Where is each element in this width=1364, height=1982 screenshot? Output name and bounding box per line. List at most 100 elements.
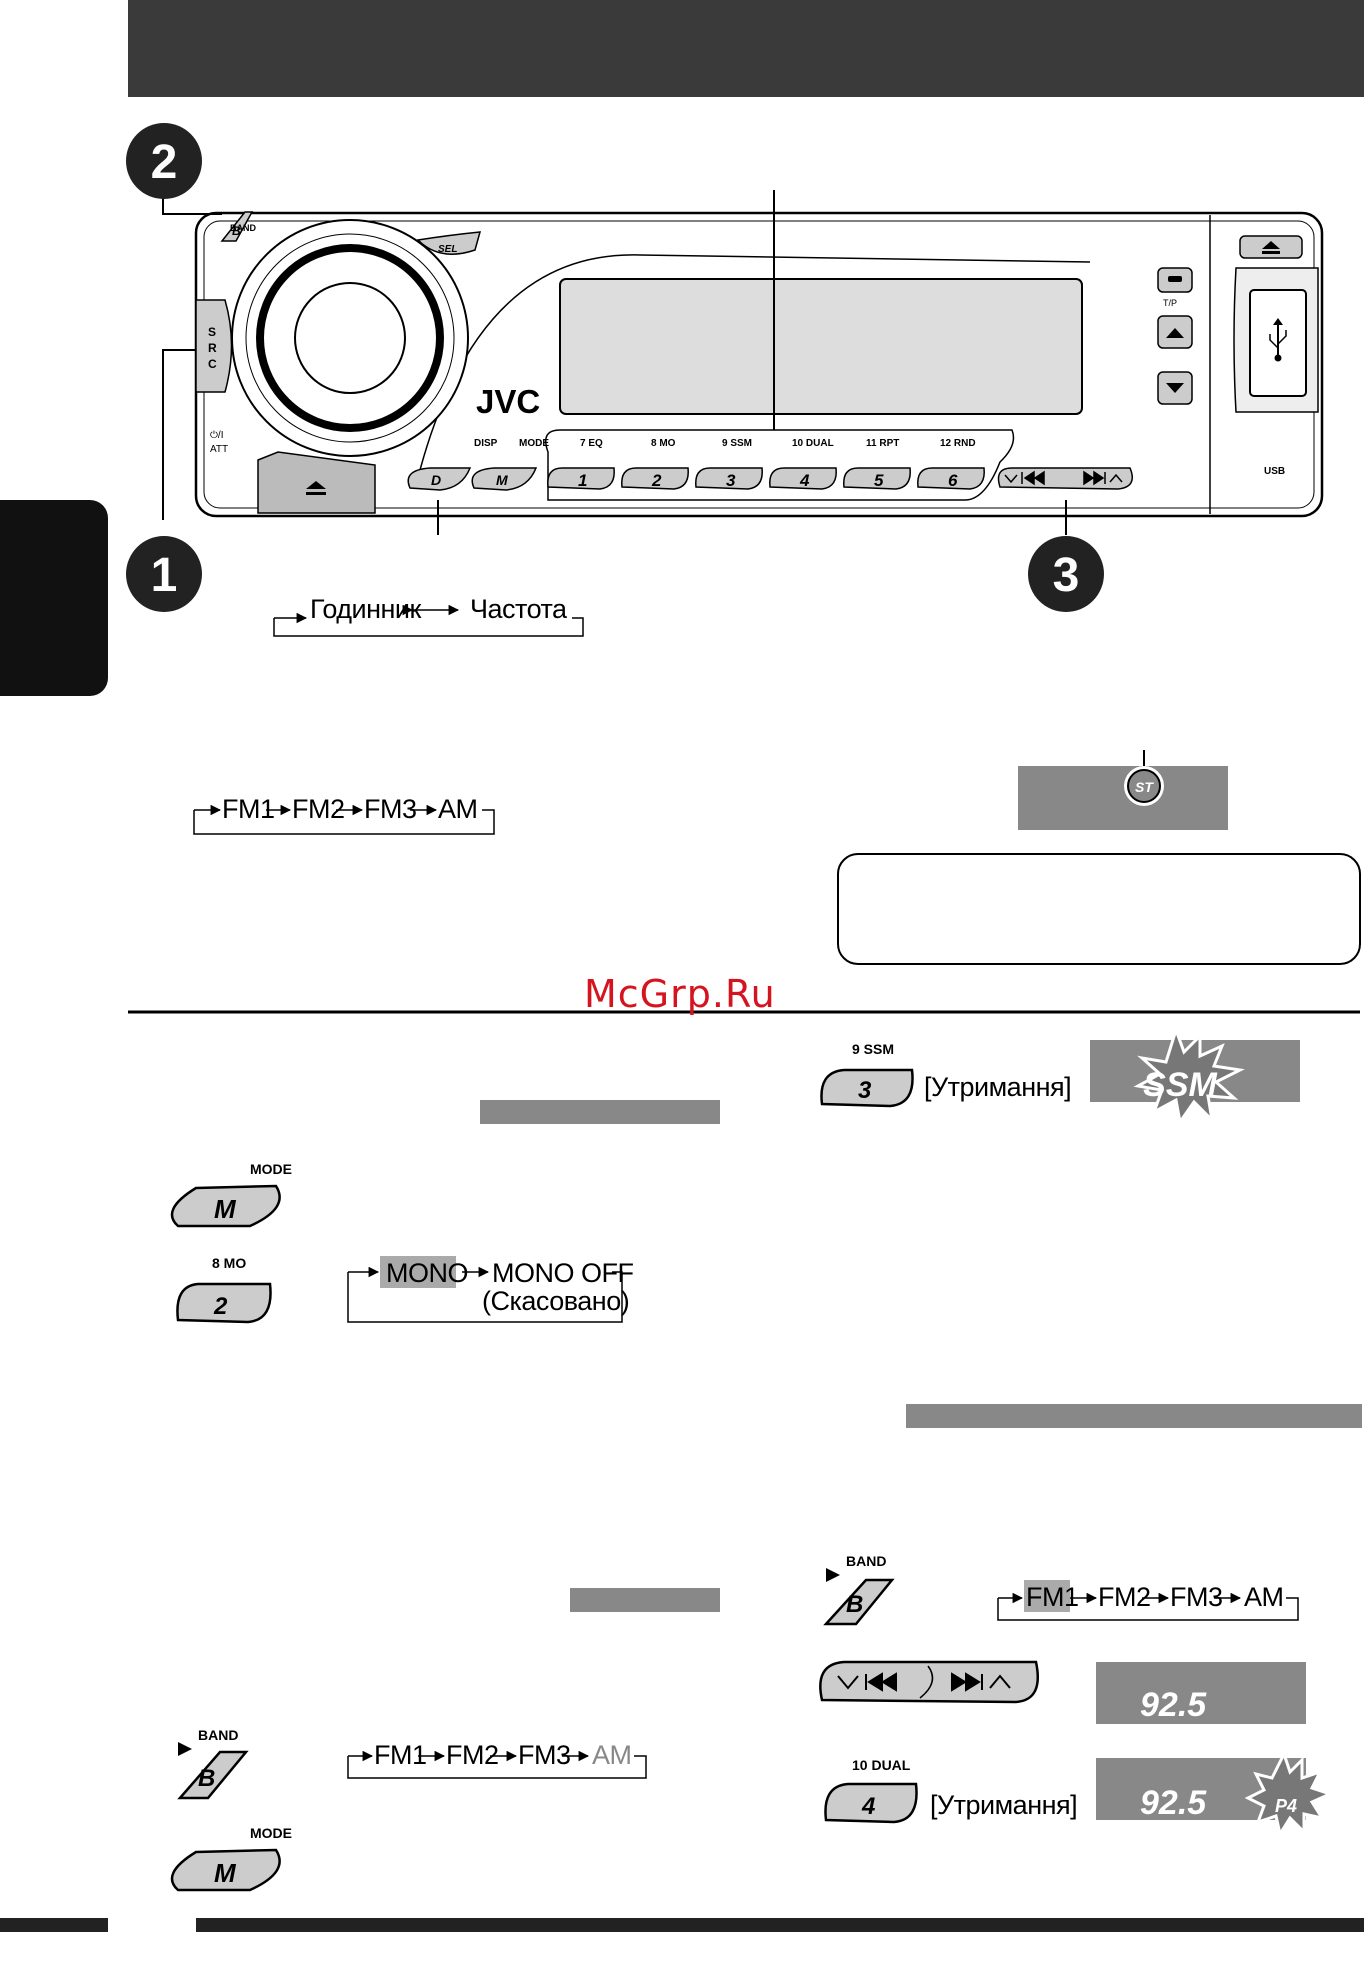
preset-label-3: 9 SSM bbox=[722, 438, 752, 449]
detach-button[interactable] bbox=[257, 451, 376, 514]
preset-button-5[interactable]: 5 bbox=[843, 467, 911, 490]
note-box bbox=[837, 853, 1361, 965]
band-bl-mode-key[interactable]: M bbox=[170, 1848, 281, 1892]
band-br-cycle: FM1 FM2 FM3 AM bbox=[997, 1580, 1299, 1621]
preset-key-6: 6 bbox=[948, 471, 958, 490]
mono-off: MONO OFF bbox=[492, 1258, 633, 1288]
heading-bar-3 bbox=[570, 1588, 720, 1612]
st-display: ST bbox=[1018, 750, 1228, 830]
down-icon bbox=[1004, 474, 1018, 484]
band-bl-item-4: AM bbox=[592, 1740, 632, 1770]
band-button[interactable]: B BAND bbox=[220, 211, 258, 242]
preset-key-1: 1 bbox=[578, 471, 587, 490]
step-2-number: 2 bbox=[151, 136, 178, 189]
band-br-item-4: AM bbox=[1244, 1582, 1284, 1612]
sel-key: SEL bbox=[438, 244, 457, 255]
mono-mode-key-text: M bbox=[214, 1194, 237, 1224]
store-hold: [Утримання] bbox=[930, 1790, 1077, 1820]
band-br-label: BAND bbox=[846, 1553, 886, 1569]
jvc-logo: JVC bbox=[476, 383, 540, 420]
mode-key-unit: M bbox=[496, 472, 508, 488]
ssm-key: 3 bbox=[858, 1077, 872, 1104]
preset-label-1: 7 EQ bbox=[580, 438, 603, 449]
ssm-hold: [Утримання] bbox=[924, 1072, 1071, 1102]
src-c: C bbox=[208, 357, 217, 371]
disp-button[interactable]: D bbox=[407, 467, 472, 491]
store-preset-key[interactable]: 4 bbox=[824, 1782, 918, 1824]
band-label-top: BAND bbox=[230, 223, 256, 233]
disp-label: DISP bbox=[474, 438, 498, 449]
volume-knob[interactable] bbox=[231, 219, 469, 457]
tp-button[interactable] bbox=[1157, 267, 1193, 293]
seek-rocker-unit[interactable] bbox=[997, 467, 1133, 490]
mono-off-note: (Скасовано) bbox=[482, 1286, 629, 1316]
band-bl-key[interactable]: B bbox=[177, 1750, 249, 1800]
band-br-key[interactable]: B bbox=[823, 1578, 895, 1626]
sel-button[interactable]: SEL bbox=[416, 231, 482, 255]
mono-key-label: 8 MO bbox=[212, 1255, 246, 1271]
band-top-item-4: AM bbox=[438, 794, 478, 824]
disp-cycle-item-2: Частота bbox=[470, 594, 568, 624]
preset-key-3: 3 bbox=[726, 471, 736, 490]
band-bl-key-text: B bbox=[198, 1765, 215, 1792]
src-s: S bbox=[208, 325, 216, 339]
footer-bar-left bbox=[0, 1918, 108, 1932]
header-bar bbox=[128, 0, 1364, 97]
store-preset: P4 bbox=[1275, 1796, 1297, 1816]
mono-cycle-diagram: MONO MONO OFF (Скасовано) bbox=[347, 1256, 634, 1323]
usb-port[interactable] bbox=[1233, 267, 1319, 413]
mono-key: 2 bbox=[213, 1293, 228, 1320]
down-button[interactable] bbox=[1157, 371, 1193, 405]
mode-label-unit: MODE bbox=[519, 438, 549, 449]
src-r: R bbox=[208, 341, 217, 355]
band-bl-arrow-icon bbox=[178, 1742, 192, 1756]
disp-key: D bbox=[431, 472, 441, 488]
tune-up-icon bbox=[989, 1674, 1011, 1689]
tune-prev-icon bbox=[865, 1672, 897, 1692]
mono-mode-key[interactable]: M bbox=[170, 1184, 281, 1228]
preset-button-4[interactable]: 4 bbox=[769, 467, 837, 490]
preset-label-2: 8 MO bbox=[651, 438, 676, 449]
step-badge-3: 3 bbox=[1028, 536, 1104, 612]
power-label: ⏻/I bbox=[210, 430, 223, 441]
next-icon bbox=[1083, 470, 1106, 486]
ssm-display-text: SSM bbox=[1143, 1066, 1217, 1104]
mono-highlight bbox=[380, 1256, 456, 1288]
ssm-preset-key[interactable]: 3 bbox=[820, 1068, 914, 1108]
tune-next-icon bbox=[951, 1672, 983, 1692]
preset-button-1[interactable]: 1 bbox=[547, 467, 615, 490]
store-key-label: 10 DUAL bbox=[852, 1757, 911, 1773]
watermark: McGrp.Ru bbox=[584, 972, 776, 1016]
tuning-display: 92.5 bbox=[1096, 1662, 1306, 1724]
band-bl-label: BAND bbox=[198, 1727, 238, 1743]
disp-cycle-diagram: Годинник Частота bbox=[273, 594, 584, 637]
band-top-item-3: FM3 bbox=[364, 794, 417, 824]
eject-button[interactable] bbox=[1239, 235, 1303, 259]
footer-bar-right bbox=[196, 1918, 1364, 1932]
preset-label-row: 7 EQ 8 MO 9 SSM 10 DUAL 11 RPT 12 RND bbox=[580, 438, 976, 449]
mode-button-unit[interactable]: M bbox=[471, 467, 538, 491]
ssm-display: SSM bbox=[1090, 1025, 1300, 1126]
mono-on: MONO bbox=[386, 1258, 468, 1288]
tp-label: T/P bbox=[1163, 298, 1177, 308]
band-br-key-text: B bbox=[846, 1591, 863, 1618]
band-top-item-1: FM1 bbox=[222, 794, 275, 824]
up-button[interactable] bbox=[1157, 315, 1193, 349]
mono-mode-label: MODE bbox=[250, 1161, 292, 1177]
mono-preset-key[interactable]: 2 bbox=[176, 1282, 272, 1324]
disp-cycle-item-1: Годинник bbox=[310, 594, 421, 624]
step-3-number: 3 bbox=[1053, 549, 1080, 602]
src-button[interactable]: S R C bbox=[195, 299, 233, 393]
up-icon bbox=[1109, 473, 1123, 483]
preset-button-6[interactable]: 6 bbox=[917, 467, 985, 490]
side-tab bbox=[0, 500, 108, 696]
band-key: B bbox=[232, 224, 241, 238]
preset-label-5: 11 RPT bbox=[866, 438, 899, 449]
tuning-rocker[interactable] bbox=[819, 1660, 1039, 1704]
ssm-key-label: 9 SSM bbox=[852, 1041, 894, 1057]
preset-button-2[interactable]: 2 bbox=[621, 467, 689, 490]
store-freq: 92.5 bbox=[1140, 1784, 1207, 1822]
band-bl-item-3: FM3 bbox=[518, 1740, 571, 1770]
preset-button-3[interactable]: 3 bbox=[695, 467, 763, 490]
